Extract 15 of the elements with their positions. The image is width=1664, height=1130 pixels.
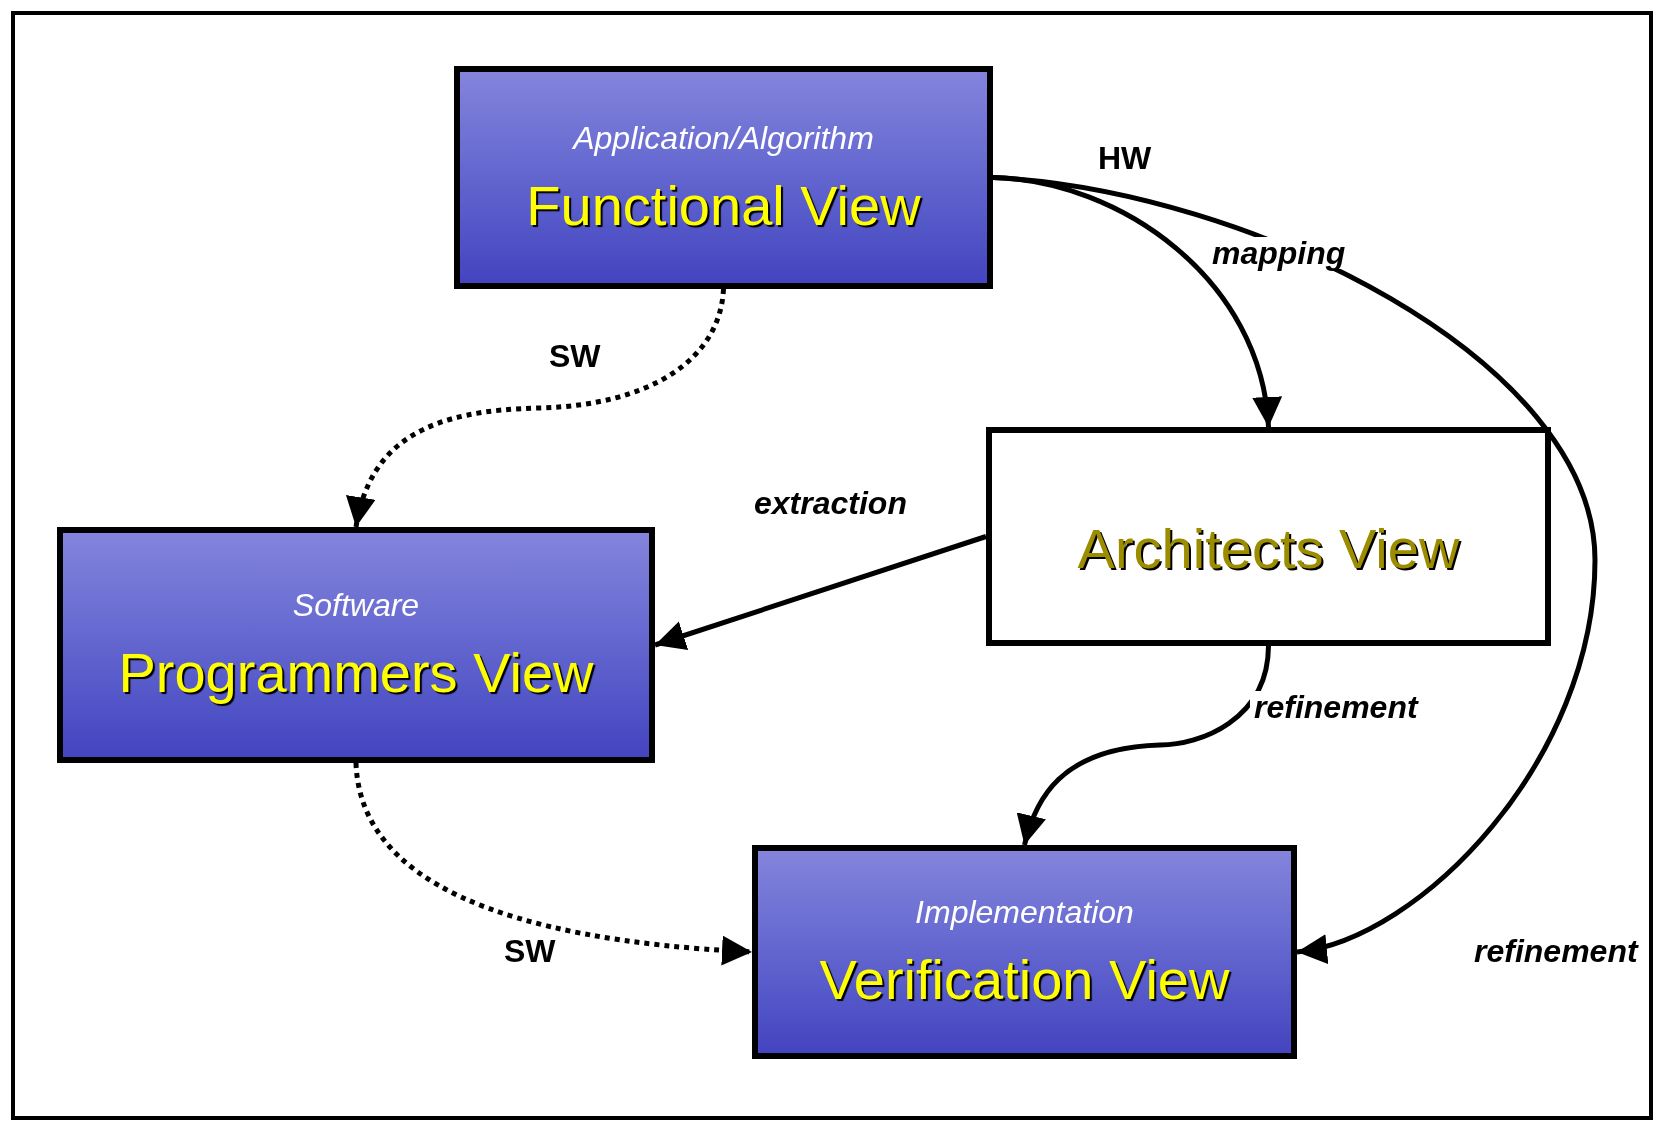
view-title: Architects View	[1077, 520, 1460, 577]
view-box	[752, 845, 1297, 1059]
arrow	[1017, 645, 1271, 846]
view-box	[57, 527, 655, 763]
view-title: Functional View	[526, 177, 921, 234]
view-subtitle: Software	[292, 586, 420, 625]
arrow	[992, 175, 1598, 961]
dotted-arrow	[347, 288, 726, 528]
view-box	[454, 66, 993, 289]
dotted-arrow	[353, 762, 753, 965]
view-box	[986, 427, 1551, 646]
arrow	[654, 534, 987, 650]
view-subtitle: Implementation	[915, 893, 1134, 932]
view-title: Verification View	[819, 952, 1230, 1008]
view-subtitle: Application/Algorithm	[573, 118, 874, 158]
